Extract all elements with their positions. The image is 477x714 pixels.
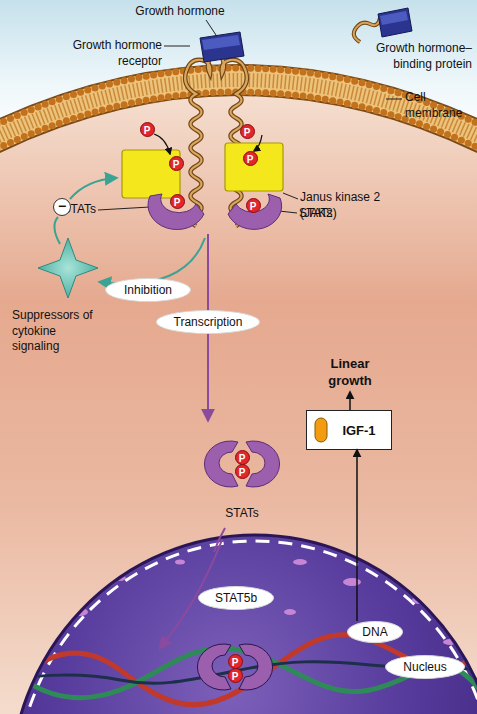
nucleolus-speck [443,639,457,645]
node-text: IGF-1 [342,423,375,438]
edge-layer [357,450,358,621]
nucleolus-speck [293,559,307,565]
nucleolus-speck [72,608,88,616]
leader-line [283,193,298,199]
binding-protein-strand [354,18,380,42]
dna-strand [0,635,477,705]
inhibition-symbol: − [53,198,71,216]
callout-label: Growth hormone–binding protein [360,41,472,72]
nucleus-body [10,535,477,714]
node-text: Inhibition [124,283,172,297]
leader-line [206,20,216,35]
growth-arrow [349,392,351,410]
socs-star [38,238,98,298]
nucleolus-speck [412,596,428,604]
phosphorylation-arrow [154,134,170,154]
oval-label: DNA [347,621,403,643]
receptor-strand [216,50,247,226]
stat-protein [228,194,282,229]
feedback-arrow [70,178,116,199]
callout-label: Growth hormone receptor [52,38,162,69]
callout-label: Suppressors of cytokine signaling [12,308,94,355]
growth-hormone-shape [200,32,244,62]
nucleolus-speck [114,575,126,581]
phosphate-label: P [240,124,255,139]
receptor-strand [185,50,216,226]
leader-line [279,211,297,213]
growth-hormone-highlight [380,11,408,25]
stat-dimer [204,441,238,487]
feedback-line [54,217,60,244]
phosphate-label: P [228,654,243,669]
stat-protein [148,194,204,230]
phosphate-label: P [246,198,261,213]
callout-label: STATs [299,206,343,222]
node-text: Nucleus [403,660,446,674]
node-text: Transcription [174,315,243,329]
leader-line [164,46,190,47]
spacer-line [160,598,203,648]
jak2-box [225,143,283,191]
stat5b-dimer [239,644,273,690]
nuclear-pores [16,541,477,714]
callout-label: Cell membrane [405,90,471,121]
node-text: STAT5b [215,591,257,605]
phosphate-label: P [235,450,250,465]
callout-label: Linear growth [318,356,382,390]
growth-hormone-shape [378,8,412,37]
growth-hormone-highlight [202,35,240,50]
nuclear-import-arrow [214,528,225,552]
nucleus-contents [0,532,477,705]
phosphate-label: P [235,464,250,479]
callout-label: STATs [212,506,272,522]
stat-dimer [246,441,280,487]
product-box: IGF-1 [306,410,392,450]
phosphorylation-arrow [254,135,262,151]
phosphate-label: P [169,156,184,171]
binding-protein-strand [354,18,380,42]
oval-label: STAT5b [198,586,274,610]
nucleolus-speck [175,560,185,565]
leader-line [98,207,150,210]
oval-label: Nucleus [385,655,465,679]
nucleolus-speck [343,578,361,586]
dna-strand [0,648,477,698]
callout-label: Growth hormone [120,4,240,20]
oval-label: Inhibition [105,278,191,302]
phosphate-label: P [170,194,185,209]
phosphate-label: P [228,668,243,683]
inhibition-arrow [100,238,205,284]
signal-arrow [356,450,358,621]
leader-line [386,99,402,100]
receptor-strand [185,50,216,226]
stat5b-dimer [197,644,231,690]
node-text: DNA [362,625,387,639]
phosphate-label: P [140,122,155,137]
nucleolus-speck [284,609,296,615]
phosphate-label: P [243,151,258,166]
receptor-strand [216,50,247,226]
oval-label: Transcription [156,310,260,334]
